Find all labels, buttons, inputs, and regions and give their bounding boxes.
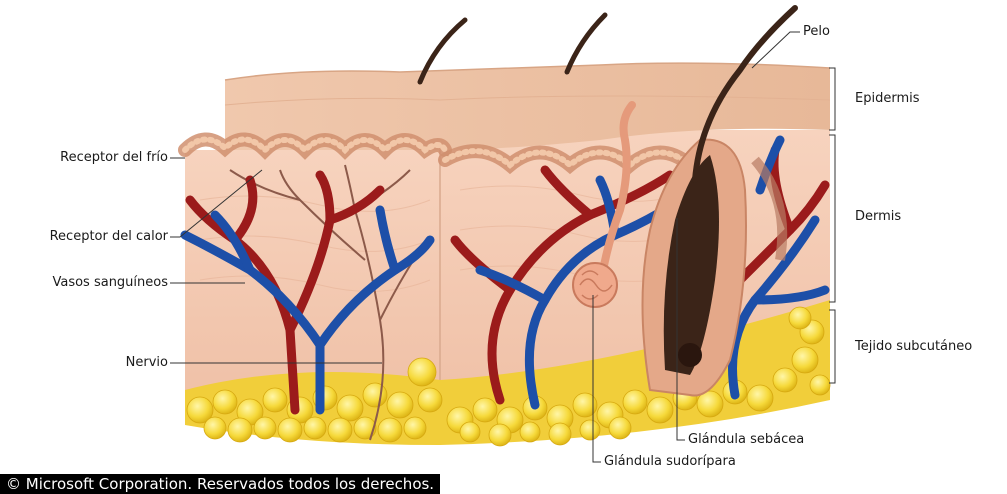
label-glandula-sudoripara: Glándula sudorípara bbox=[604, 454, 736, 470]
label-glandula-sebacea: Glándula sebácea bbox=[688, 432, 804, 448]
label-vasos-sanguineos: Vasos sanguíneos bbox=[52, 275, 168, 291]
label-receptor-frio: Receptor del frío bbox=[60, 150, 168, 166]
copyright-notice: © Microsoft Corporation. Reservados todo… bbox=[0, 474, 440, 494]
label-tejido-subcutaneo: Tejido subcutáneo bbox=[855, 339, 972, 355]
label-nervio: Nervio bbox=[126, 355, 168, 371]
label-pelo: Pelo bbox=[803, 24, 830, 40]
label-receptor-calor: Receptor del calor bbox=[50, 229, 168, 245]
label-epidermis: Epidermis bbox=[855, 91, 920, 107]
label-dermis: Dermis bbox=[855, 209, 901, 225]
